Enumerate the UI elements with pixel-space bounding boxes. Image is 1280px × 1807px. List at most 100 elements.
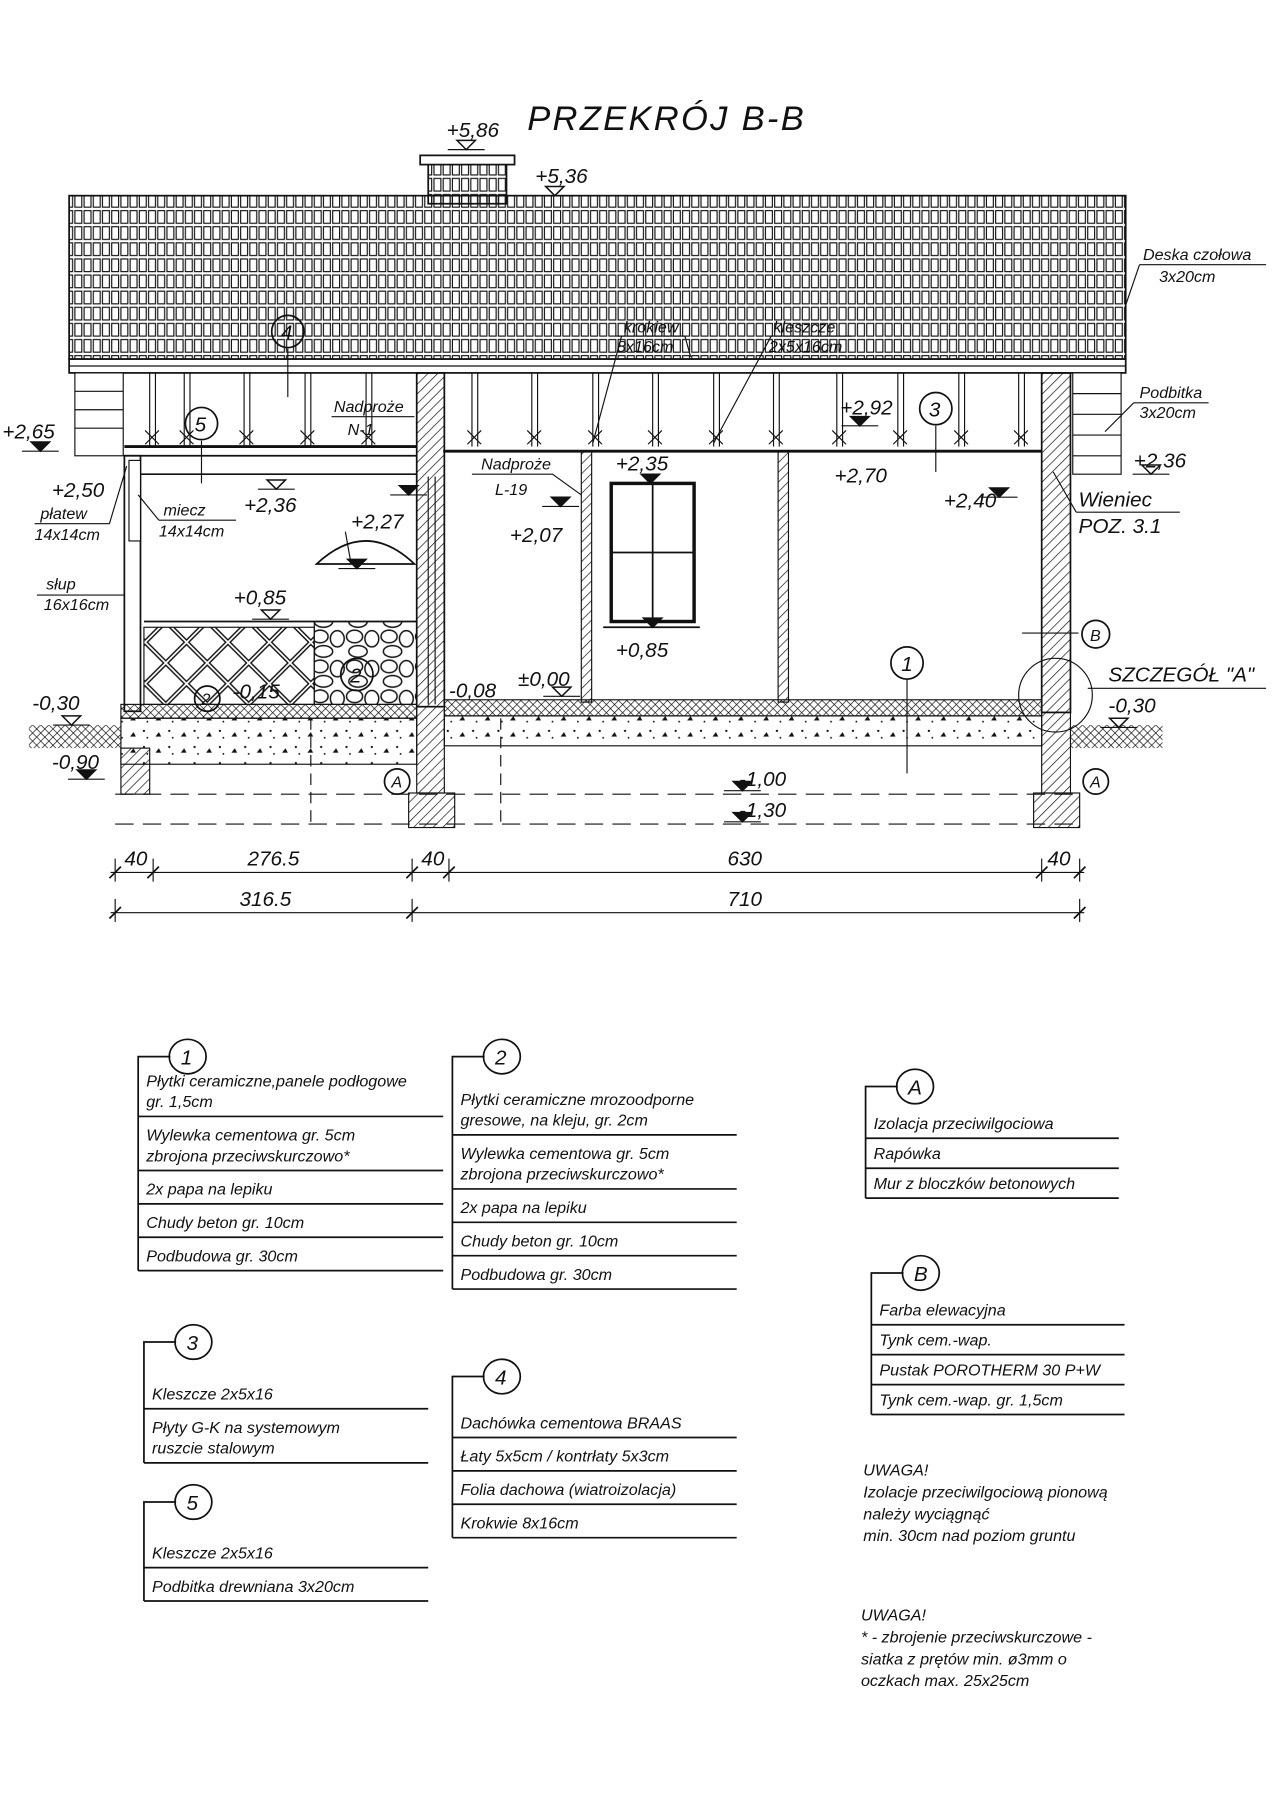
svg-text:B: B bbox=[1090, 627, 1101, 645]
dim-710: 710 bbox=[727, 888, 762, 911]
legend-row-text: Pustak POROTHERM 30 P+W bbox=[879, 1361, 1101, 1379]
dim-630: 630 bbox=[727, 848, 762, 871]
legend-tag-circle bbox=[168, 1038, 207, 1075]
dim-316-5: 316.5 bbox=[239, 888, 291, 911]
svg-text:2: 2 bbox=[200, 690, 210, 708]
label-porch-step: -0,08 bbox=[449, 679, 497, 702]
note-2: UWAGA!* - zbrojenie przeciwskurczowe -si… bbox=[861, 1607, 1092, 1691]
legend-row-text: Rapówka bbox=[874, 1145, 941, 1163]
legend-row-text: Izolacja przeciwilgociowa bbox=[874, 1115, 1054, 1133]
label-ceiling-level: +2,70 bbox=[835, 464, 888, 487]
wall-middle bbox=[415, 372, 446, 708]
floor-finish bbox=[443, 699, 1043, 717]
label-krokiew-size: 8x16cm bbox=[617, 338, 673, 356]
tag-2-porch: 2 bbox=[193, 685, 221, 713]
note-line: UWAGA! bbox=[861, 1607, 927, 1625]
tag-4: 4 bbox=[270, 314, 305, 349]
legend-tag-circle bbox=[482, 1038, 522, 1075]
note-line: oczkach max. 25x25cm bbox=[861, 1672, 1029, 1690]
section-labels: +5,86 +5,36 +2,65 +2,50 płatew 14x14cm m… bbox=[2, 119, 1256, 822]
elevation-marker-icon bbox=[1107, 717, 1130, 729]
legend-row-text: Chudy beton gr. 10cm bbox=[460, 1232, 618, 1250]
dimension-lines: 40 276.5 40 630 40 316.5 710 bbox=[108, 848, 1087, 922]
legend-tag: 4 bbox=[495, 1367, 507, 1390]
window bbox=[603, 481, 700, 629]
legend-tag-circle bbox=[895, 1068, 935, 1105]
lamp-icon bbox=[314, 540, 417, 565]
label-kleszcze-size: 2x5x16cm bbox=[768, 338, 842, 356]
label-found-1: -1,00 bbox=[739, 768, 787, 791]
label-nadproze-n1: Nadproże bbox=[334, 398, 404, 416]
detail-a-circle bbox=[1018, 657, 1093, 733]
svg-text:A: A bbox=[1089, 773, 1101, 791]
label-krokiew: krokiew bbox=[624, 319, 680, 337]
legend-row-text: gresowe, na kleju, gr. 2cm bbox=[460, 1112, 647, 1130]
label-l19: L-19 bbox=[495, 481, 527, 499]
footing-mid bbox=[416, 706, 445, 794]
porch-floor bbox=[120, 703, 418, 719]
label-n1: N-1 bbox=[348, 421, 374, 439]
label-ridge: +5,36 bbox=[535, 165, 588, 188]
label-window-sill: +0,85 bbox=[616, 639, 669, 662]
note-line: Izolacje przeciwilgociową pionową bbox=[863, 1483, 1107, 1501]
label-railing-level: +0,85 bbox=[234, 586, 287, 609]
label-window-head: +2,35 bbox=[616, 453, 669, 476]
label-deska-size: 3x20cm bbox=[1159, 268, 1215, 286]
miecz-brace bbox=[128, 459, 142, 542]
leader-lines bbox=[34, 264, 1267, 634]
label-deska: Deska czołowa bbox=[1143, 246, 1251, 264]
soffit-left bbox=[74, 372, 124, 457]
elevation-marker-icon bbox=[265, 479, 288, 491]
label-porch-floor: -0,15 bbox=[233, 681, 281, 704]
elevation-marker-icon bbox=[259, 609, 282, 621]
tag-a-left: A bbox=[383, 767, 411, 796]
legend-row-text: Podbudowa gr. 30cm bbox=[146, 1247, 298, 1265]
note-line: UWAGA! bbox=[863, 1462, 929, 1480]
legend-row-text: Mur z bloczków betonowych bbox=[874, 1175, 1075, 1193]
tag-a-right: A bbox=[1082, 767, 1110, 796]
label-slup-size: 16x16cm bbox=[44, 596, 109, 614]
legend-row-text: gr. 1,5cm bbox=[146, 1093, 213, 1111]
legend-row-text: Chudy beton gr. 10cm bbox=[146, 1214, 304, 1232]
ground-left bbox=[28, 725, 121, 749]
svg-text:A: A bbox=[390, 773, 402, 791]
lattice-railing bbox=[143, 626, 315, 705]
legend-row-text: Kleszcze 2x5x16 bbox=[152, 1386, 273, 1404]
legend-row-text: Podbudowa gr. 30cm bbox=[460, 1266, 612, 1284]
label-miecz: miecz bbox=[164, 502, 206, 520]
note-line: * - zbrojenie przeciwskurczowe - bbox=[861, 1628, 1092, 1646]
legend-row-text: Płyty G-K na systemowym bbox=[152, 1419, 340, 1437]
tag-5: 5 bbox=[184, 406, 219, 441]
partition-1 bbox=[580, 450, 593, 703]
note-line: należy wyciągnąć bbox=[863, 1505, 989, 1523]
porch-substructure bbox=[120, 717, 418, 765]
label-eave-left: +2,65 bbox=[2, 421, 55, 444]
label-eave-right: +2,36 bbox=[1134, 449, 1187, 472]
label-found-2: -1,30 bbox=[739, 799, 787, 822]
elevation-marker-icon bbox=[397, 484, 420, 496]
svg-text:5: 5 bbox=[195, 414, 207, 437]
label-wieniec-level: +2,40 bbox=[944, 490, 997, 513]
label-miecz-size: 14x14cm bbox=[159, 522, 224, 540]
elevation-marker-icon bbox=[639, 473, 662, 485]
partition-2 bbox=[777, 450, 790, 703]
legend-tag: 3 bbox=[187, 1332, 199, 1355]
elevation-marker-icon bbox=[549, 496, 572, 508]
elevation-marker-icon bbox=[1140, 464, 1163, 476]
svg-text:4: 4 bbox=[281, 322, 293, 345]
elevation-marker-icon bbox=[543, 185, 566, 197]
elevation-marker-icon bbox=[60, 715, 83, 727]
label-door-head: +2,07 bbox=[510, 524, 564, 547]
legend-tag-circle bbox=[482, 1358, 522, 1395]
label-platew-level: +2,50 bbox=[52, 479, 105, 502]
legend-tag: 5 bbox=[187, 1492, 199, 1515]
tag-1: 1 bbox=[890, 645, 924, 680]
section-tags: 4 5 3 1 2 2 B A A bbox=[184, 314, 1111, 796]
ground-right bbox=[1070, 725, 1163, 749]
